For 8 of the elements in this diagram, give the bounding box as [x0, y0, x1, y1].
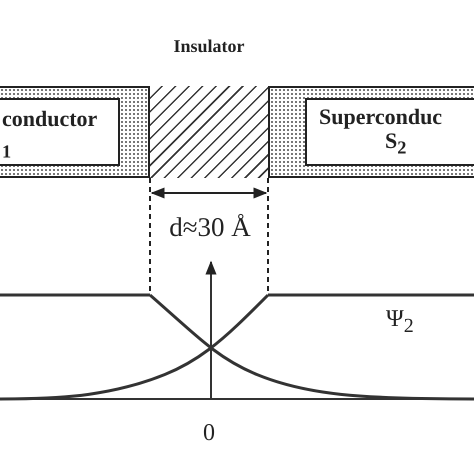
- subscript-label: 1: [2, 140, 12, 162]
- layer-title: Insulator: [172, 36, 246, 57]
- material-label: conductor: [2, 106, 98, 132]
- superconductor-block: [268, 86, 474, 178]
- dimension-label: d≈30 Å: [168, 212, 252, 243]
- material-label: Superconduc: [319, 104, 442, 130]
- subscript-label: S$_{2}$: [385, 128, 406, 158]
- superconductor-block: [0, 86, 150, 178]
